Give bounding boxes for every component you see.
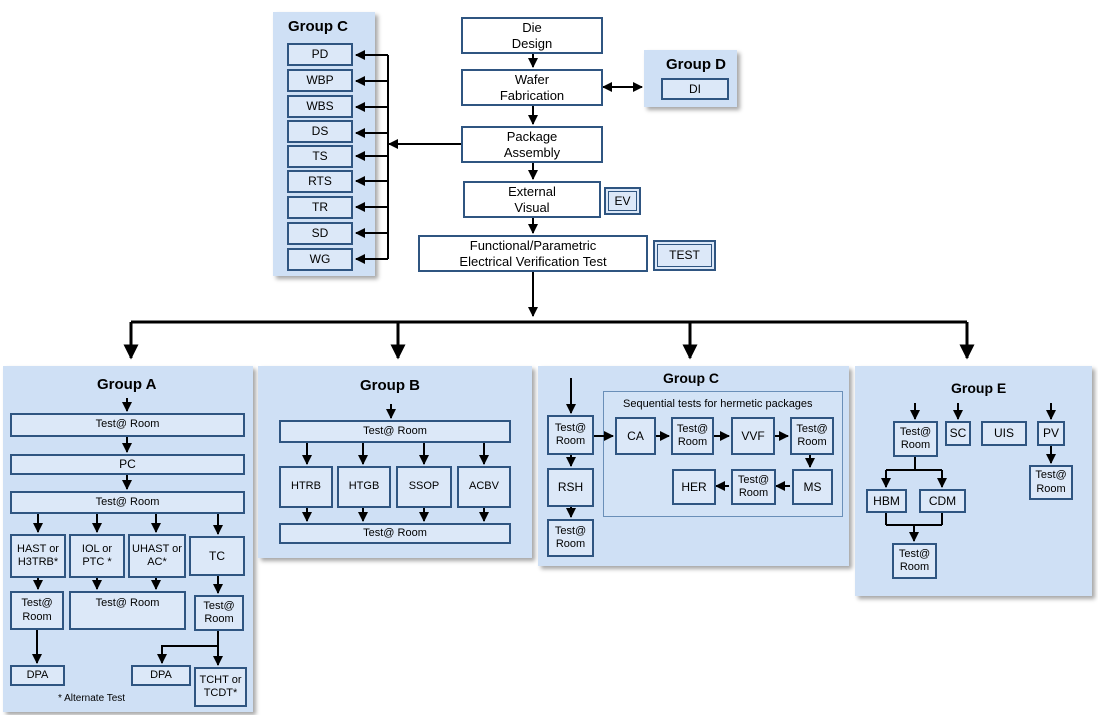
- group-c-item-wbs: WBS: [287, 95, 353, 118]
- group-a-tcht: TCHT or TCDT*: [194, 667, 247, 707]
- group-a-pc: PC: [10, 454, 245, 475]
- group-c-bottom-title: Group C: [663, 370, 719, 386]
- group-c-vvf: VVF: [731, 417, 775, 455]
- group-c-item-rts: RTS: [287, 170, 353, 193]
- wafer-fabrication-box: Wafer Fabrication: [461, 69, 603, 106]
- group-a-alternate-test-note: * Alternate Test: [58, 693, 126, 704]
- group-b-test-room-top: Test@ Room: [279, 420, 511, 443]
- external-visual-box: External Visual: [463, 181, 601, 218]
- group-b-acbv: ACBV: [457, 466, 511, 508]
- test-label: TEST: [653, 240, 716, 271]
- group-c-her: HER: [672, 469, 716, 505]
- group-c-item-pd: PD: [287, 43, 353, 66]
- group-c-rsh: RSH: [547, 468, 594, 507]
- group-b-title: Group B: [360, 377, 420, 394]
- group-a-tc: TC: [189, 536, 245, 576]
- electrical-verification-test-box: Functional/Parametric Electrical Verific…: [418, 235, 648, 272]
- group-c-item-wg: WG: [287, 248, 353, 271]
- group-c-item-tr: TR: [287, 196, 353, 219]
- group-c-test-room-4: Test@ Room: [790, 417, 834, 455]
- group-a-dpa-2: DPA: [131, 665, 191, 686]
- group-a-uhast: UHAST or AC*: [128, 534, 186, 578]
- group-e-test-room-1: Test@ Room: [893, 421, 938, 457]
- group-c-test-room-1: Test@ Room: [547, 415, 594, 455]
- group-a-iol: IOL or PTC *: [69, 534, 125, 578]
- group-c-test-room-5: Test@ Room: [731, 469, 776, 505]
- group-e-test-room-pv: Test@ Room: [1029, 465, 1073, 500]
- group-c-ms: MS: [792, 469, 833, 505]
- group-e-title: Group E: [951, 380, 1007, 396]
- group-e-pv: PV: [1037, 421, 1065, 446]
- group-c-test-room-3: Test@ Room: [671, 417, 714, 455]
- group-a-test-room-c: Test@ Room: [194, 595, 244, 631]
- group-b-htrb: HTRB: [279, 466, 333, 508]
- group-c-item-sd: SD: [287, 222, 353, 245]
- group-b-ssop: SSOP: [396, 466, 452, 508]
- group-d-item-di: DI: [661, 78, 729, 100]
- group-d-title: Group D: [666, 56, 726, 73]
- group-a-test-room-2: Test@ Room: [10, 491, 245, 514]
- group-a-hast: HAST or H3TRB*: [10, 534, 66, 578]
- group-a-title: Group A: [97, 376, 157, 393]
- package-assembly-box: Package Assembly: [461, 126, 603, 163]
- die-design-box: Die Design: [461, 17, 603, 54]
- group-a-test-room-a: Test@ Room: [10, 591, 64, 630]
- group-a-test-room-1: Test@ Room: [10, 413, 245, 437]
- group-c-item-ds: DS: [287, 120, 353, 143]
- ev-label: EV: [604, 187, 641, 215]
- group-c-top-title: Group C: [288, 18, 348, 35]
- group-a-test-room-mid: Test@ Room: [69, 591, 186, 630]
- group-c-item-ts: TS: [287, 145, 353, 168]
- group-a-dpa-1: DPA: [10, 665, 65, 686]
- group-e-uis: UIS: [981, 421, 1027, 446]
- group-c-test-room-2: Test@ Room: [547, 519, 594, 557]
- group-c-item-wbp: WBP: [287, 69, 353, 92]
- group-c-ca: CA: [615, 417, 656, 455]
- group-e-sc: SC: [945, 421, 971, 446]
- group-b-htgb: HTGB: [337, 466, 391, 508]
- sequential-tests-title: Sequential tests for hermetic packages: [623, 398, 813, 410]
- group-e-test-room-2: Test@ Room: [892, 543, 937, 579]
- group-e-cdm: CDM: [919, 489, 966, 513]
- group-e-hbm: HBM: [866, 489, 907, 513]
- group-b-test-room-bottom: Test@ Room: [279, 523, 511, 544]
